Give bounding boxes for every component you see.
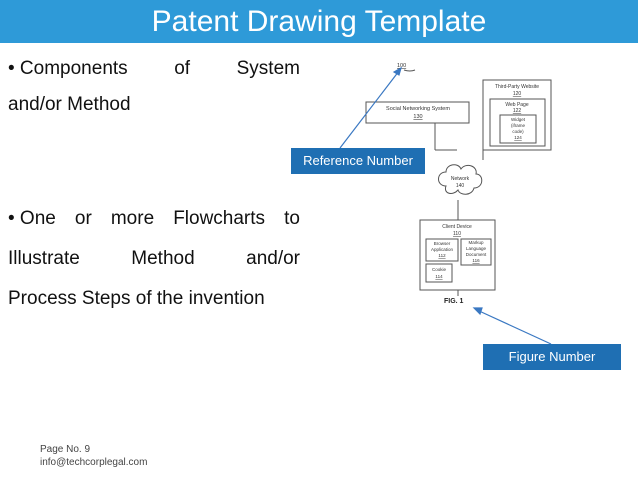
figure-arrow-line [477, 310, 551, 344]
web-page-num: 122 [513, 108, 522, 114]
cookie-num: 114 [435, 274, 443, 279]
third-party-website-label: Third-Party Website [495, 84, 539, 90]
markup-line2: Language [466, 246, 487, 251]
client-device-label: Client Device [442, 224, 472, 230]
network-num: 140 [456, 183, 465, 189]
ref-100-leader [404, 70, 415, 71]
widget-line2: (iframe [511, 123, 525, 128]
browser-num: 112 [438, 253, 446, 258]
network-label: Network [451, 176, 470, 182]
browser-line1: Browser [434, 241, 451, 246]
widget-line1: Widget [511, 117, 526, 122]
widget-num: 124 [514, 135, 522, 140]
markup-line1: Markup [468, 240, 484, 245]
footer-page-number: Page No. 9 [40, 444, 90, 455]
browser-line2: Application [431, 247, 454, 252]
cookie-label: Cookie [432, 267, 447, 272]
reference-number-callout: Reference Number [291, 148, 425, 174]
markup-num: 116 [472, 258, 480, 263]
reference-arrowhead [394, 68, 401, 75]
fig-label: FIG. 1 [444, 298, 464, 305]
markup-line3: Document [466, 252, 487, 257]
footer-email: info@techcorplegal.com [40, 457, 147, 468]
figure-number-callout: Figure Number [483, 344, 621, 370]
third-party-website-num: 120 [513, 91, 522, 97]
widget-line3: code) [512, 129, 524, 134]
client-device-num: 110 [453, 231, 461, 237]
social-networking-system-label: Social Networking System [386, 106, 450, 112]
social-networking-system-num: 130 [413, 114, 422, 120]
figure-arrowhead [474, 308, 482, 314]
